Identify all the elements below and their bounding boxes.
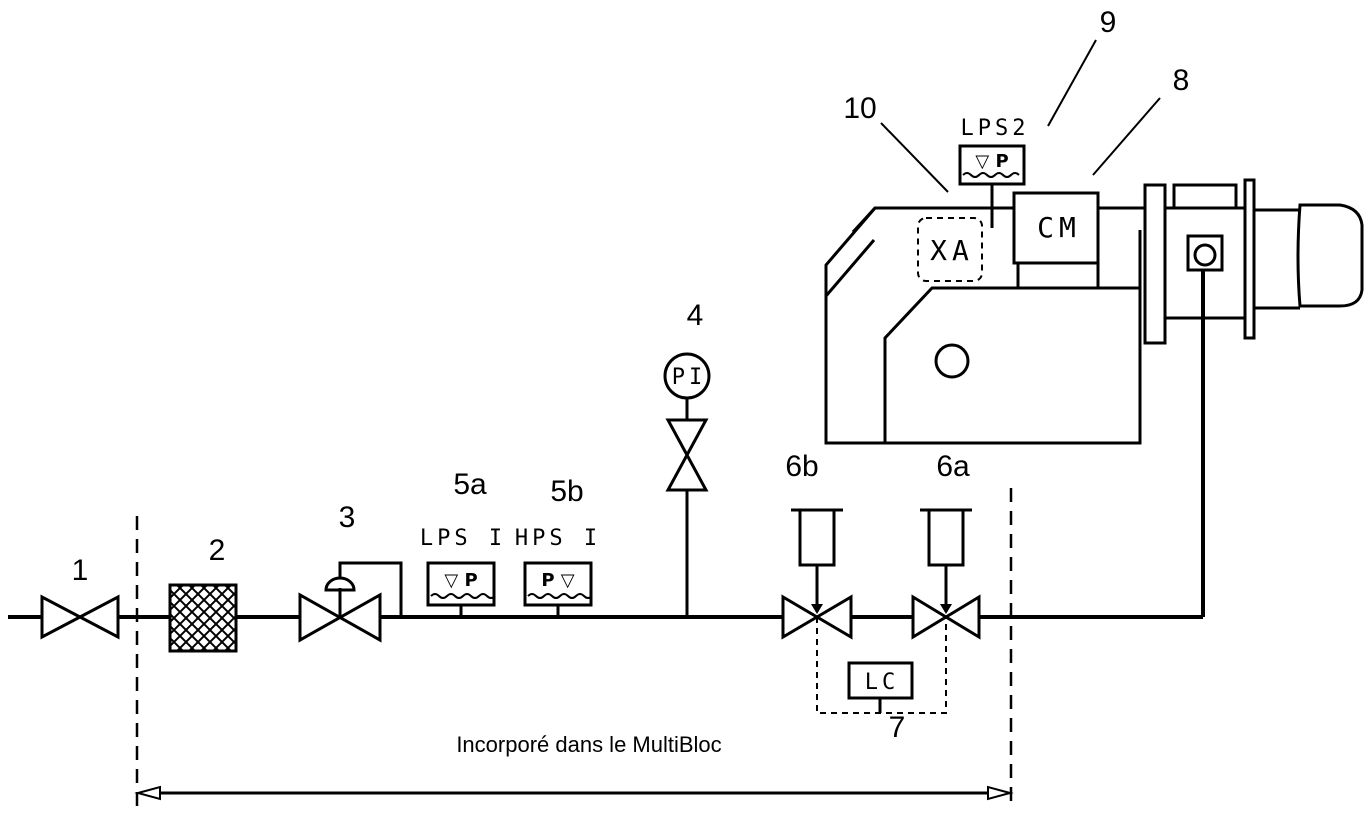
leader-10 xyxy=(880,122,949,193)
leader-8 xyxy=(1092,97,1161,176)
callout-6b: 6b xyxy=(785,450,818,483)
solenoid-valve-6b xyxy=(781,508,853,640)
callout-7: 7 xyxy=(889,711,906,744)
callout-10: 10 xyxy=(843,92,876,125)
multibloc-bracket xyxy=(134,488,1014,808)
callout-3: 3 xyxy=(339,501,356,534)
gas-filter-2 xyxy=(168,583,238,653)
pressure-gauge-4: PI xyxy=(663,352,711,617)
main-pipe xyxy=(8,268,1205,619)
callout-8: 8 xyxy=(1173,64,1190,97)
label-lc: LC xyxy=(865,670,900,695)
multibloc-caption: Incorporé dans le MultiBloc xyxy=(456,732,721,757)
burner-body xyxy=(824,178,1364,445)
callout-6a: 6a xyxy=(936,450,970,483)
switch-symbol-5b: P ▽ xyxy=(541,570,574,591)
servo-motor-8: CM xyxy=(1012,191,1100,288)
manual-valve-1 xyxy=(40,594,120,640)
callout-4: 4 xyxy=(687,299,704,332)
label-xa: XA xyxy=(930,234,974,267)
label-cm: CM xyxy=(1037,211,1081,244)
label-pi: PI xyxy=(672,365,707,390)
label-hps1: HPS I xyxy=(515,526,601,551)
control-box-10: XA xyxy=(917,217,983,282)
label-lps2: LPS2 xyxy=(961,116,1030,141)
callout-2: 2 xyxy=(209,534,226,567)
low-pressure-switch-9: ▽ P xyxy=(958,144,1026,228)
leak-control-7: LC xyxy=(816,617,947,714)
solenoid-valve-6a xyxy=(911,508,981,640)
high-pressure-switch-5b: P ▽ xyxy=(523,561,593,617)
callout-5a: 5a xyxy=(453,468,487,501)
callout-5b: 5b xyxy=(550,475,583,508)
label-lps1: LPS I xyxy=(420,526,506,551)
callout-9: 9 xyxy=(1100,6,1117,39)
switch-symbol-9: ▽ P xyxy=(975,151,1008,172)
switch-symbol-5a: ▽ P xyxy=(444,570,477,591)
callout-1: 1 xyxy=(72,554,89,587)
pressure-regulator-3 xyxy=(298,561,403,643)
leader-9 xyxy=(1047,39,1097,127)
low-pressure-switch-5a: ▽ P xyxy=(426,561,496,617)
